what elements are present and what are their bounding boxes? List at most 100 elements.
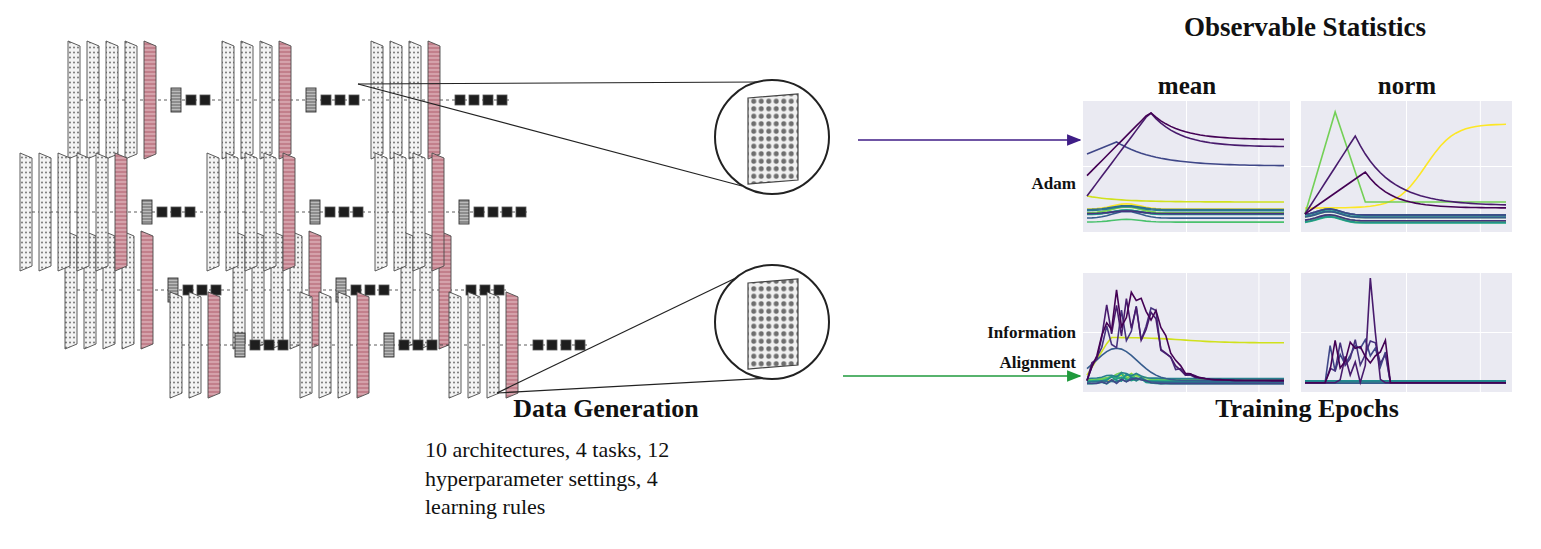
network-row <box>20 153 530 271</box>
line-chart <box>1301 273 1512 392</box>
layer-panel <box>58 153 70 271</box>
layer-panel <box>87 41 99 159</box>
layer-panel <box>144 41 156 159</box>
layer-panel <box>260 41 272 159</box>
layer-panel <box>300 292 312 398</box>
unit-square <box>533 340 543 350</box>
network-illustration <box>20 41 589 398</box>
metric-curve <box>1087 211 1284 218</box>
unit-square <box>321 95 331 105</box>
pool-block <box>142 200 152 224</box>
layer-panel <box>394 153 406 271</box>
chart-background <box>1301 101 1512 232</box>
metric-curve <box>1305 215 1506 221</box>
label-slot: Adam <box>958 174 1076 194</box>
metric-curve <box>1305 209 1506 215</box>
pointer-arrow <box>843 375 1080 377</box>
label-slot: Training Epochs <box>1167 394 1447 424</box>
layer-panel <box>20 153 32 271</box>
metric-curve <box>1305 380 1506 382</box>
unit-square <box>483 95 493 105</box>
unit-square <box>497 95 507 105</box>
chart-grid <box>1083 101 1512 392</box>
network-row <box>68 41 511 159</box>
metric-curve <box>1087 299 1284 381</box>
chart-background <box>1301 273 1512 392</box>
layer-panel <box>487 292 499 398</box>
layer-panel <box>170 292 182 398</box>
unit-square <box>278 340 288 350</box>
metric-curve <box>1305 340 1506 382</box>
line-chart <box>1083 101 1290 232</box>
layer-panel <box>208 292 220 398</box>
layer-panel <box>68 41 80 159</box>
unit-square <box>171 207 181 217</box>
layer-panel <box>264 153 276 271</box>
column-heading: norm <box>1327 72 1487 101</box>
layer-panel <box>283 153 295 271</box>
grid-line <box>1301 166 1512 167</box>
layer-panel <box>319 292 331 398</box>
unit-square <box>200 95 210 105</box>
layer-panel <box>106 41 118 159</box>
pool-block <box>235 333 245 357</box>
metric-curve <box>1087 290 1284 381</box>
layer-panel <box>222 41 234 159</box>
unit-square <box>250 340 260 350</box>
layer-panel <box>226 153 238 271</box>
unit-square <box>157 207 167 217</box>
unit-square <box>488 207 498 217</box>
metric-curve <box>1305 136 1506 214</box>
unit-square <box>427 340 437 350</box>
metric-curve <box>1087 113 1284 176</box>
label-slot: 10 architectures, 4 tasks, 12 hyperparam… <box>425 436 730 522</box>
unit-square <box>349 95 359 105</box>
unit-square <box>469 95 479 105</box>
layer-panel <box>371 41 383 159</box>
layer-panel <box>390 41 402 159</box>
layer-panel <box>189 292 201 398</box>
label-slot: Data Generation <box>466 394 746 424</box>
label-slot: Information Alignment <box>963 318 1076 378</box>
layer-panel <box>207 153 219 271</box>
metric-curve <box>1305 380 1506 382</box>
layer-panel <box>468 292 480 398</box>
layer-panel <box>375 153 387 271</box>
metric-curve <box>1087 196 1284 202</box>
axis-title: Training Epochs <box>1167 394 1447 424</box>
unit-square <box>561 340 571 350</box>
column-heading: mean <box>1107 72 1267 101</box>
unit-square <box>399 340 409 350</box>
unit-square <box>264 340 274 350</box>
flow-line <box>170 345 589 346</box>
layer-panel <box>338 292 350 398</box>
unit-square <box>455 95 465 105</box>
layer-panel <box>39 153 51 271</box>
unit-square <box>335 95 345 105</box>
grid-line <box>1301 332 1512 333</box>
zoom-circle <box>715 80 829 194</box>
layer-panel <box>279 41 291 159</box>
chart-background <box>1083 101 1290 232</box>
metric-curve <box>1087 306 1284 380</box>
unit-square <box>339 207 349 217</box>
metric-curve <box>1087 113 1284 196</box>
section-title: Observable Statistics <box>1085 12 1525 43</box>
pool-block <box>459 200 469 224</box>
grid-line <box>1083 332 1290 333</box>
layer-panel <box>428 41 440 159</box>
unit-square <box>185 207 195 217</box>
line-chart <box>1301 101 1512 232</box>
layer-panel <box>245 153 257 271</box>
unit-square <box>575 340 585 350</box>
layer-panel <box>413 153 425 271</box>
row-label: Adam <box>958 174 1076 194</box>
unit-square <box>474 207 484 217</box>
metric-curve <box>1305 340 1506 383</box>
pool-block <box>310 200 320 224</box>
unit-square <box>186 95 196 105</box>
metric-curve <box>1305 172 1506 214</box>
pool-block <box>384 333 394 357</box>
